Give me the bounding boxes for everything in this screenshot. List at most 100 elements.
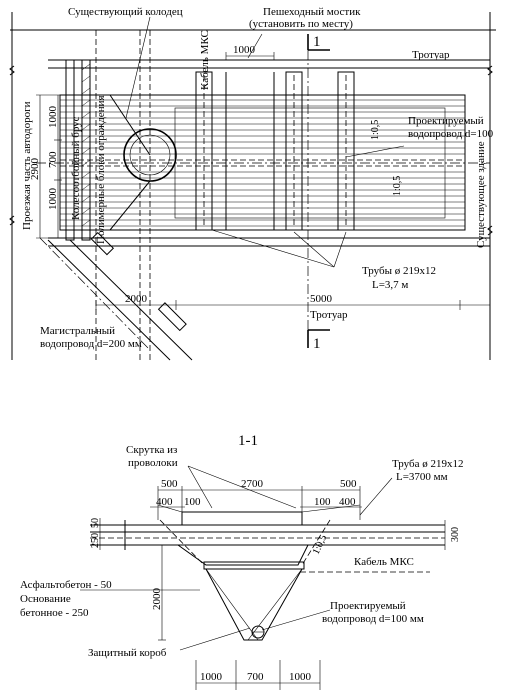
section-mark-top: 1 [307, 34, 330, 51]
svg-text:1000: 1000 [200, 671, 223, 683]
label-cable-plan: Кабель МКС [199, 30, 211, 90]
label-designed-water-section-2: водопровод d=100 мм [322, 613, 424, 625]
label-main-water-1: Магистральный [40, 325, 115, 337]
leader-protective-box [179, 627, 251, 651]
label-sidewalk-bottom: Тротуар [310, 309, 348, 321]
label-protective-box: Защитный короб [88, 647, 167, 659]
pipe-casing-1 [195, 71, 213, 231]
svg-text:400: 400 [339, 496, 356, 508]
label-pipe-section-1: Труба ø 219х12 [392, 458, 464, 470]
trench-diagonals [205, 568, 303, 641]
label-wheel-beam: Колесоотбойный брус [70, 116, 82, 220]
label-footbridge-2: (установить по месту) [249, 18, 353, 30]
label-pipe-section-2: L=3700 мм [396, 471, 448, 483]
leader-wire-2 [187, 465, 297, 509]
svg-text:500: 500 [340, 478, 357, 490]
svg-text:2000: 2000 [125, 293, 148, 305]
svg-text:1: 1 [313, 34, 321, 50]
excavation-hatch [60, 99, 465, 227]
plan-view: 1 1 1000 2900 1000 [9, 6, 496, 361]
section-title: 1-1 [238, 433, 258, 449]
main-water-block-1 [90, 231, 115, 256]
label-wire-twist-1: Скрутка из [126, 444, 177, 456]
label-asphalt: Асфальтобетон - 50 [20, 579, 112, 591]
svg-text:1000: 1000 [233, 44, 256, 56]
section-view: 1-1 2700 [20, 433, 464, 690]
dim-1000-top: 1000 [225, 44, 275, 60]
footbridge-deck [181, 511, 303, 526]
svg-text:500: 500 [161, 478, 178, 490]
break-mark-right-bottom [487, 225, 493, 236]
label-base-2: бетонное - 250 [20, 607, 89, 619]
label-existing-building: Существующее здание [475, 141, 487, 248]
svg-text:300: 300 [450, 527, 461, 542]
label-pipes-2: L=3,7 м [372, 279, 408, 291]
label-sidewalk-top: Тротуар [412, 49, 450, 61]
label-designed-water-1: Проектируемый [408, 115, 484, 127]
main-water-edge-2 [69, 239, 193, 361]
well-connector-2 [109, 180, 151, 231]
slope-left-dash [159, 519, 205, 566]
leader-pipes-2 [293, 231, 335, 268]
section-mark-bottom: 1 [307, 329, 330, 352]
well-connector-1 [109, 94, 151, 156]
label-footbridge-1: Пешеходный мостик [263, 6, 361, 18]
pipe-casing-3 [337, 71, 355, 231]
break-mark-right-top [487, 65, 493, 76]
leader-designed-water [345, 145, 405, 158]
svg-text:100: 100 [314, 496, 331, 508]
svg-text:50: 50 [90, 518, 101, 528]
leader-existing-well [125, 16, 151, 119]
leader-pipes-3 [333, 231, 347, 268]
svg-text:1000: 1000 [47, 188, 59, 211]
break-mark-left-bottom [9, 215, 15, 226]
dim-left-vertical: 250 50 [90, 518, 104, 550]
excavation-outline [59, 94, 466, 231]
label-existing-well: Существующий колодец [68, 6, 183, 18]
trench-upper [176, 544, 309, 566]
svg-text:2000: 2000 [151, 588, 163, 611]
svg-text:1000: 1000 [289, 671, 312, 683]
deck-left-ext [157, 504, 183, 513]
svg-text:5000: 5000 [310, 293, 333, 305]
label-slope-2: 1:0,5 [392, 176, 403, 196]
label-slope-1: 1:0,5 [370, 120, 381, 140]
svg-text:700: 700 [47, 151, 59, 168]
svg-text:400: 400 [156, 496, 173, 508]
trench-lower [205, 568, 303, 641]
dim-400-100: 400 100 100 400 [150, 496, 362, 508]
svg-text:250: 250 [90, 533, 101, 548]
leader-footbridge [247, 33, 263, 59]
polymer-blocks-hatch [81, 63, 91, 227]
leader-pipe [359, 477, 393, 516]
label-designed-water-section-1: Проектируемый [330, 600, 406, 612]
dim-2000-section: 2000 [151, 544, 166, 641]
label-wire-twist-2: проволоки [128, 457, 178, 469]
label-polymer-blocks: Полимерные блоки ограждения [95, 95, 107, 244]
leader-pipes-1 [211, 229, 335, 268]
dim-plan-horizontal: 2000 5000 [95, 293, 490, 310]
svg-text:2900: 2900 [29, 158, 41, 181]
label-designed-water-2: водопровод d=100 [408, 128, 494, 140]
dim-300: 300 [444, 520, 461, 550]
main-water-block-2 [157, 302, 187, 332]
svg-text:700: 700 [247, 671, 264, 683]
label-main-water-2: водопровод d=200 мм [40, 338, 142, 350]
label-base-1: Основание [20, 593, 71, 605]
svg-text:1: 1 [313, 336, 321, 352]
break-mark-left-top [9, 65, 15, 76]
dim-plan-vertical: 2900 1000 700 1000 [29, 94, 62, 239]
leader-designed-water-section [261, 609, 331, 631]
dim-bottom: 1000 700 1000 [195, 660, 321, 690]
pipe-casing-2 [285, 71, 303, 231]
label-pipes-1: Трубы ø 219х12 [362, 265, 436, 277]
deck-right-ext [301, 504, 361, 513]
polymer-blocks-strip [81, 59, 91, 241]
label-road: Проезжая часть автодороги [21, 101, 33, 230]
svg-text:1000: 1000 [47, 106, 59, 129]
leader-wire-1 [187, 465, 213, 509]
label-cable-section: Кабель МКС [354, 556, 414, 568]
dim-2700: 2700 500 500 [157, 478, 361, 520]
svg-text:2700: 2700 [241, 478, 264, 490]
